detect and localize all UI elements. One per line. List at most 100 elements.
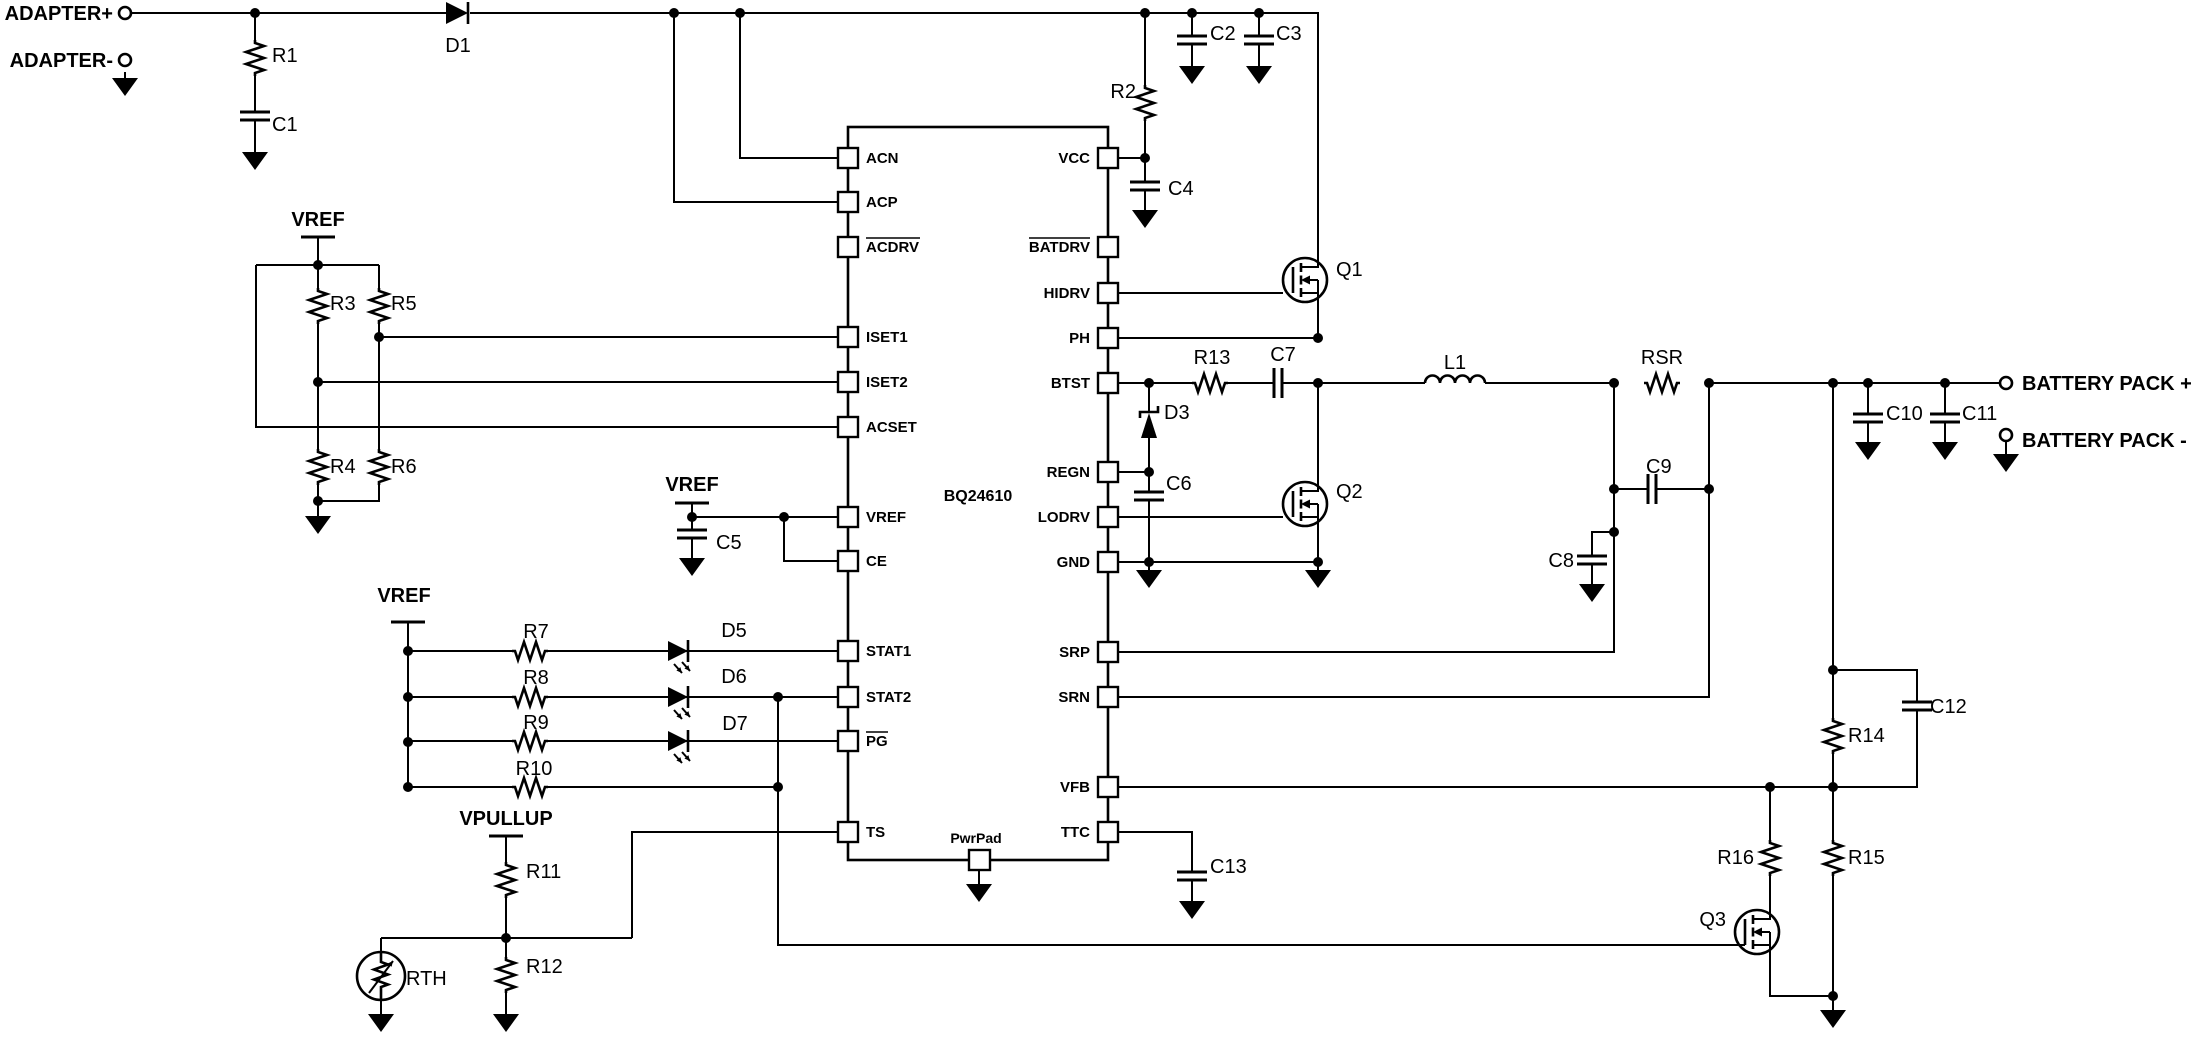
resistor-R10 xyxy=(510,776,550,798)
ref-label-R9: R9 xyxy=(523,712,549,734)
pin-label-acdrv: ACDRV xyxy=(866,239,919,256)
battery-minus-terminal-icon xyxy=(1998,427,2014,443)
resistor-R11 xyxy=(495,860,517,900)
ref-label-C10: C10 xyxy=(1886,403,1923,425)
inductor-L1 xyxy=(1423,374,1487,384)
thermistor-RTH xyxy=(355,950,407,1002)
ref-label-Q2: Q2 xyxy=(1336,481,1363,503)
ref-label-D3: D3 xyxy=(1164,402,1190,424)
ground-icon xyxy=(965,877,993,903)
mosfet-Q1 xyxy=(1281,248,1329,312)
pin-label-stat2: STAT2 xyxy=(866,689,911,706)
capacitor-C1 xyxy=(238,110,272,122)
pin-label-acp: ACP xyxy=(866,194,898,211)
ref-label-C13: C13 xyxy=(1210,856,1247,878)
ref-label-C3: C3 xyxy=(1276,23,1302,45)
ref-label-C2: C2 xyxy=(1210,23,1236,45)
pin-label-acset: ACSET xyxy=(866,419,917,436)
capacitor-C10 xyxy=(1851,412,1885,424)
pin-label-btst: BTST xyxy=(1051,375,1090,392)
ground-icon xyxy=(241,145,269,171)
battery-plus-terminal-icon xyxy=(1998,375,2014,391)
resistor-R3 xyxy=(307,286,329,326)
net-label-vref-1: VREF xyxy=(291,209,344,231)
ic-powerpad xyxy=(967,848,992,872)
net-label-battery-minus: BATTERY PACK - xyxy=(2022,430,2187,452)
net-label-battery-plus: BATTERY PACK + xyxy=(2022,373,2192,395)
pin-label-gnd: GND xyxy=(1057,554,1091,571)
pin-label-ts: TS xyxy=(866,824,885,841)
ic-bq24610: BQ24610 PwrPad ACN ACP ACDRV ISET1 ISET2… xyxy=(836,125,1120,872)
resistor-R7 xyxy=(510,640,550,662)
mosfet-Q3 xyxy=(1733,900,1781,964)
ic-name: BQ24610 xyxy=(944,488,1013,505)
ground-icon xyxy=(1819,1003,1847,1029)
adapter-minus-terminal-icon xyxy=(117,52,133,68)
capacitor-C7 xyxy=(1272,366,1284,400)
ground-icon xyxy=(492,1007,520,1033)
resistor-R12 xyxy=(495,955,517,995)
pin-label-hidrv: HIDRV xyxy=(1044,285,1090,302)
resistor-R2 xyxy=(1134,83,1156,123)
ground-icon xyxy=(1992,447,2020,473)
diode-D1 xyxy=(446,2,470,24)
ref-label-C9: C9 xyxy=(1646,456,1672,478)
capacitor-C8 xyxy=(1575,554,1609,566)
ref-label-C12: C12 xyxy=(1930,696,1967,718)
wires xyxy=(131,12,2007,1008)
adapter-plus-terminal-icon xyxy=(117,5,133,21)
resistor-R8 xyxy=(510,686,550,708)
ref-label-R3: R3 xyxy=(330,293,356,315)
ground-icon xyxy=(1178,59,1206,85)
ref-label-RTH: RTH xyxy=(406,968,447,990)
ref-label-R16: R16 xyxy=(1717,847,1754,869)
net-labels: ADAPTER+ ADAPTER- VREF VREF VREF VPULLUP… xyxy=(5,3,2192,830)
ground-icon xyxy=(1131,203,1159,229)
pin-label-iset1: ISET1 xyxy=(866,329,908,346)
led-D6 xyxy=(666,684,692,721)
led-D7 xyxy=(666,728,692,765)
ground-icon xyxy=(1578,577,1606,603)
pin-label-ph: PH xyxy=(1069,330,1090,347)
pin-label-vfb: VFB xyxy=(1060,779,1090,796)
ref-label-C4: C4 xyxy=(1168,178,1194,200)
pin-label-iset2: ISET2 xyxy=(866,374,908,391)
ref-label-R5: R5 xyxy=(391,293,417,315)
ref-label-R7: R7 xyxy=(523,621,549,643)
ref-label-D1: D1 xyxy=(445,35,471,57)
net-label-vref-2: VREF xyxy=(665,474,718,496)
diode-D3 xyxy=(1138,406,1160,438)
ground-icon xyxy=(1245,59,1273,85)
capacitor-C6 xyxy=(1132,490,1166,502)
ref-label-D7: D7 xyxy=(722,713,748,735)
resistor-R5 xyxy=(368,286,390,326)
junction-dots xyxy=(250,8,1950,1001)
capacitor-C3 xyxy=(1242,34,1276,46)
ground-icon xyxy=(678,551,706,577)
capacitor-C5 xyxy=(675,528,709,540)
ref-label-C1: C1 xyxy=(272,114,298,136)
ref-label-D5: D5 xyxy=(721,620,747,642)
pin-label-srp: SRP xyxy=(1059,644,1090,661)
ref-label-R1: R1 xyxy=(272,45,298,67)
ref-labels: R1 C1 D1 R3 R5 R4 R6 C5 R7 R8 R9 R10 D5 … xyxy=(272,23,1997,990)
components xyxy=(117,2,2014,1002)
ref-label-R4: R4 xyxy=(330,456,356,478)
pin-label-acn: ACN xyxy=(866,150,899,167)
ref-label-R2: R2 xyxy=(1110,81,1136,103)
ref-label-RSR: RSR xyxy=(1641,347,1683,369)
pin-label-ce: CE xyxy=(866,553,887,570)
pin-label-srn: SRN xyxy=(1058,689,1090,706)
ground-icon xyxy=(1178,894,1206,920)
pin-label-regn: REGN xyxy=(1047,464,1090,481)
ref-label-Q3: Q3 xyxy=(1699,909,1726,931)
net-label-adapter-minus: ADAPTER- xyxy=(10,50,113,72)
resistor-RSR xyxy=(1642,372,1682,394)
ground-icon xyxy=(1135,563,1163,589)
ground-icon xyxy=(1931,435,1959,461)
resistor-R1 xyxy=(244,38,266,78)
ref-label-R15: R15 xyxy=(1848,847,1885,869)
pin-label-stat1: STAT1 xyxy=(866,643,911,660)
resistor-R6 xyxy=(368,447,390,487)
